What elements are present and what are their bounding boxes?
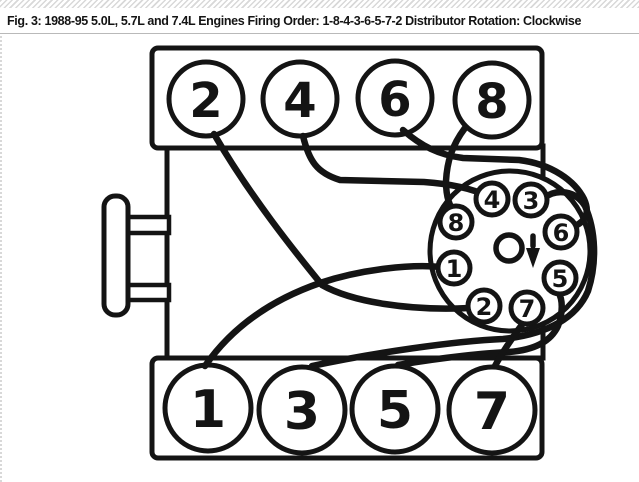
distributor-terminal: [542, 213, 580, 251]
terminal-number: 2: [476, 293, 493, 321]
terminal-number: 8: [448, 209, 465, 237]
cylinder-circle: [166, 59, 246, 139]
cylinder-number: 7: [474, 382, 510, 442]
cylinder-number: 6: [378, 72, 411, 128]
cylinder-circle: [452, 60, 532, 140]
cylinder-circle: [355, 58, 435, 138]
top-bank: [149, 45, 545, 151]
figure-title: Fig. 3: 1988-95 5.0L, 5.7L and 7.4L Engi…: [7, 13, 582, 28]
terminal-number: 7: [519, 295, 536, 323]
pulley-bracket-arm: [123, 214, 172, 236]
terminal-number: 3: [523, 187, 540, 215]
cylinder-number: 4: [283, 73, 316, 129]
distributor-terminal: [508, 289, 546, 327]
pulley-bracket-arm: [123, 282, 172, 303]
distributor-terminal: [512, 181, 550, 219]
terminal-number: 5: [552, 265, 569, 293]
cylinder-circle: [256, 364, 348, 456]
cylinder-number: 1: [190, 380, 226, 440]
distributor-terminal: [435, 249, 473, 287]
distributor-terminal: [465, 287, 503, 325]
distributor-terminal: [437, 203, 475, 241]
hatched-left-border: [0, 8, 2, 482]
spark-plug-wire-cyl-6: [399, 126, 590, 230]
cylinder-number: 5: [377, 381, 413, 441]
spark-plug-wire-cyl-4: [299, 132, 491, 200]
terminal-number: 4: [484, 186, 501, 214]
cylinder-number: 3: [284, 382, 320, 442]
terminal-number: 1: [446, 255, 463, 283]
crank-pulley: [101, 193, 131, 318]
hatched-top-border: [0, 0, 639, 8]
spark-plug-wire-cyl-5: [394, 288, 565, 369]
cylinder-number: 2: [189, 73, 222, 129]
rotor-hub: [493, 232, 525, 264]
rotation-arrow-head: [526, 248, 540, 268]
spark-plug-wire-cyl-2: [210, 130, 473, 312]
distributor-terminal: [473, 180, 511, 218]
figure-title-bar: Fig. 3: 1988-95 5.0L, 5.7L and 7.4L Engi…: [0, 8, 639, 34]
cylinder-number: 8: [475, 74, 508, 130]
terminal-number: 6: [553, 219, 570, 247]
distributor-terminal: [541, 259, 579, 297]
